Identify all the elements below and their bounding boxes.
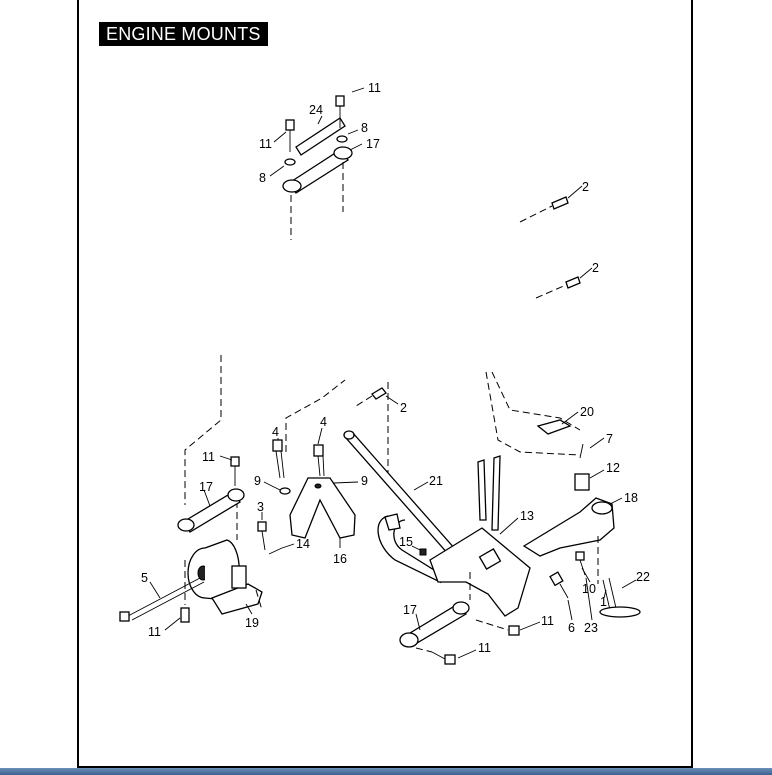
callout-12: 12: [606, 461, 620, 475]
callout-20: 20: [580, 405, 594, 419]
mount-arm-18: [522, 497, 615, 557]
lower-link-assembly: [399, 601, 520, 665]
callout-leaders: [149, 87, 637, 659]
callout-17: 17: [366, 137, 380, 151]
bolt-11-head-b: [335, 95, 345, 107]
callout-4: 4: [320, 415, 327, 429]
upper-link-eye-right: [333, 146, 353, 160]
callout-8: 8: [259, 171, 266, 185]
bolt-2-a: [551, 196, 569, 210]
bottom-window-bar: [0, 768, 772, 775]
callout-11: 11: [259, 137, 272, 151]
bolt-2-c: [371, 387, 387, 400]
callout-8: 8: [361, 121, 368, 135]
callout-21: 21: [429, 474, 443, 488]
callout-6: 6: [568, 621, 575, 635]
callout-3: 3: [257, 500, 264, 514]
right-rear-mount: [522, 419, 641, 618]
callout-9: 9: [254, 474, 261, 488]
callout-11: 11: [148, 625, 161, 639]
washer-8-b: [336, 135, 348, 143]
upper-rod-24: [295, 117, 346, 156]
callout-5: 5: [141, 571, 148, 585]
callout-4: 4: [272, 425, 279, 439]
upper-link-assembly: [282, 95, 353, 240]
callout-10: 10: [582, 582, 596, 596]
diagram-frame: [77, 0, 693, 768]
bolts-2-upper: [519, 196, 581, 299]
upper-link-eye-left: [282, 179, 302, 193]
callout-14: 14: [296, 537, 310, 551]
front-left-mount: [119, 355, 263, 623]
callout-9: 9: [361, 474, 368, 488]
bolt-2-b: [565, 276, 581, 289]
callout-1: 1: [600, 595, 607, 609]
callout-2: 2: [592, 261, 599, 275]
callout-13: 13: [520, 509, 534, 523]
spring-12: [574, 473, 590, 491]
callout-11: 11: [202, 450, 215, 464]
rear-mount-assembly: [343, 371, 581, 617]
washer-8-a: [284, 158, 296, 166]
v-bracket-16: [289, 477, 356, 539]
callout-2: 2: [582, 180, 589, 194]
callout-17: 17: [403, 603, 417, 617]
callout-11: 11: [478, 641, 491, 655]
callout-23: 23: [584, 621, 598, 635]
callout-11: 11: [368, 81, 381, 95]
callout-19: 19: [245, 616, 259, 630]
callout-15: 15: [399, 535, 413, 549]
callout-labels: 11 24 11 8 17 8 2 2 2 20 7 12 18 4 4 11 …: [141, 81, 650, 655]
callout-7: 7: [606, 432, 613, 446]
callout-24: 24: [309, 103, 323, 117]
callout-18: 18: [624, 491, 638, 505]
center-bracket-assembly: [257, 379, 389, 555]
callout-16: 16: [333, 552, 347, 566]
callout-17: 17: [199, 480, 213, 494]
bracket-13: [429, 527, 531, 617]
nut-15: [419, 548, 427, 556]
page-title: ENGINE MOUNTS: [99, 22, 268, 46]
callout-11: 11: [541, 614, 554, 628]
bolt-11-head-a: [285, 119, 295, 131]
callout-22: 22: [636, 570, 650, 584]
callout-2: 2: [400, 401, 407, 415]
